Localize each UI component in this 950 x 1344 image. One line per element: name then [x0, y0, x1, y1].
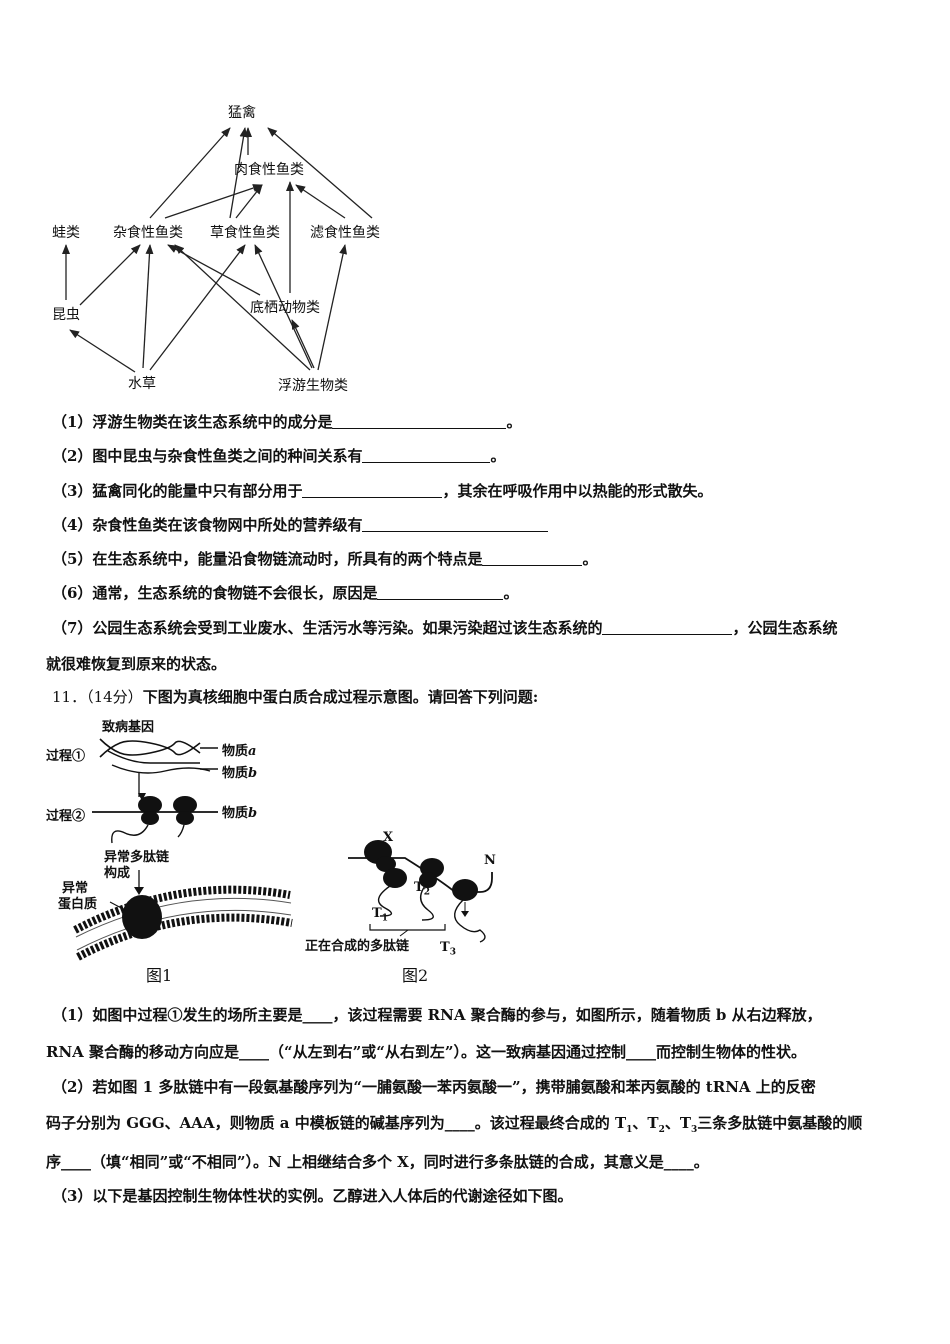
fig2-caption: 图2 — [402, 966, 429, 985]
fig1-gene-label: 致病基因 — [102, 720, 155, 735]
q10-part-7-continuation: 就很难恢复到原来的状态。 — [46, 655, 227, 673]
q10-part-2: （2）图中昆虫与杂食性鱼类之间的种间关系有。 — [52, 447, 506, 465]
ribosome — [364, 840, 478, 901]
fig1-process-2-label: 过程② — [46, 809, 86, 824]
fig1-substance-b-label-2: 物质b — [222, 806, 258, 821]
q11-part-2-line-1: （2）若如图 1 多肽链中有一段氨基酸序列为“一脯氨酸一苯丙氨酸一”，携带脯氨酸… — [52, 1078, 816, 1096]
answer-blank[interactable] — [302, 483, 443, 498]
cell-membrane — [73, 885, 293, 961]
q10-part-7: （7）公园生态系统会受到工业废水、生活污水等污染。如果污染超过该生态系统的，公园… — [52, 619, 838, 637]
q10-part-6: （6）通常，生态系统的食物链不会很长，原因是。 — [52, 584, 519, 602]
fig2-t3-label: T3 — [440, 940, 456, 958]
fig1-abnormal-protein-label-2: 蛋白质 — [58, 897, 98, 912]
fig2-t2-label: T2 — [414, 880, 430, 898]
fig1-substance-a-label: 物质a — [222, 744, 257, 759]
figure-1-protein-synthesis — [73, 738, 293, 961]
node-raptor: 猛禽 — [228, 105, 256, 121]
fig2-chain-label: 正在合成的多肽链 — [305, 939, 410, 954]
fig2-x-label: X — [383, 830, 394, 845]
q11-part-1-line-1: （1）如图中过程①发生的场所主要是____，该过程需要 RNA 聚合酶的参与，如… — [52, 1006, 822, 1024]
fig1-process-1-label: 过程① — [46, 749, 86, 764]
ribosome — [138, 796, 197, 825]
answer-blank[interactable] — [362, 448, 491, 463]
q11-part-2-line-2: 码子分别为 GGG、AAA，则物质 a 中模板链的碱基序列为____。该过程最终… — [46, 1114, 863, 1135]
fig1-constitute-label: 构成 — [104, 866, 131, 881]
q10-part-5: （5）在生态系统中，能量沿食物链流动时，所具有的两个特点是。 — [52, 550, 598, 568]
q11-part-1-line-2: RNA 聚合酶的移动方向应是____（“从左到右”或“从右到左”）。这一致病基因… — [46, 1043, 807, 1061]
q11-part-2-line-3: 序____（填“相同”或“不相同”）。N 上相继结合多个 X，同时进行多条肽链的… — [46, 1153, 709, 1171]
q10-part-3: （3）猛禽同化的能量中只有部分用于，其余在呼吸作用中以热能的形式散失。 — [52, 482, 713, 500]
fig1-caption: 图1 — [146, 966, 173, 985]
node-plankton: 浮游生物类 — [278, 378, 348, 394]
food-web-diagram — [62, 127, 373, 373]
node-frogs: 蛙类 — [52, 225, 80, 241]
answer-blank[interactable] — [482, 551, 583, 566]
fig1-abnormal-chain-label: 异常多肽链 — [104, 850, 170, 865]
fig1-abnormal-protein-label-1: 异常 — [62, 881, 89, 896]
answer-blank[interactable] — [362, 517, 549, 532]
fig1-substance-b-label: 物质b — [222, 766, 258, 781]
q11-stem: 11．（14分）下图为真核细胞中蛋白质合成过程示意图。请回答下列问题: — [52, 688, 539, 706]
answer-blank[interactable] — [377, 585, 504, 600]
figure-2-polysome — [348, 840, 493, 943]
fig2-n-label: N — [484, 853, 496, 868]
node-carnivorous-fish: 肉食性鱼类 — [234, 162, 304, 178]
q11-part-3-line-1: （3）以下是基因控制生物体性状的实例。乙醇进入人体后的代谢途径如下图。 — [52, 1187, 573, 1205]
node-herbivorous-fish: 草食性鱼类 — [210, 225, 280, 241]
answer-blank[interactable] — [602, 620, 733, 635]
fig2-t1-label: T1 — [372, 906, 388, 924]
node-filter-fish: 滤食性鱼类 — [310, 225, 380, 241]
node-insects: 昆虫 — [52, 307, 80, 323]
node-aquatic-plants: 水草 — [128, 376, 156, 392]
q10-part-1: （1）浮游生物类在该生态系统中的成分是。 — [52, 413, 522, 431]
q10-part-4: （4）杂食性鱼类在该食物网中所处的营养级有 — [52, 514, 549, 535]
food-web-arrows — [62, 127, 373, 373]
answer-blank[interactable] — [332, 414, 507, 429]
node-omnivorous-fish: 杂食性鱼类 — [113, 225, 183, 241]
node-benthic: 底栖动物类 — [250, 300, 320, 316]
dna-helix — [99, 738, 218, 774]
